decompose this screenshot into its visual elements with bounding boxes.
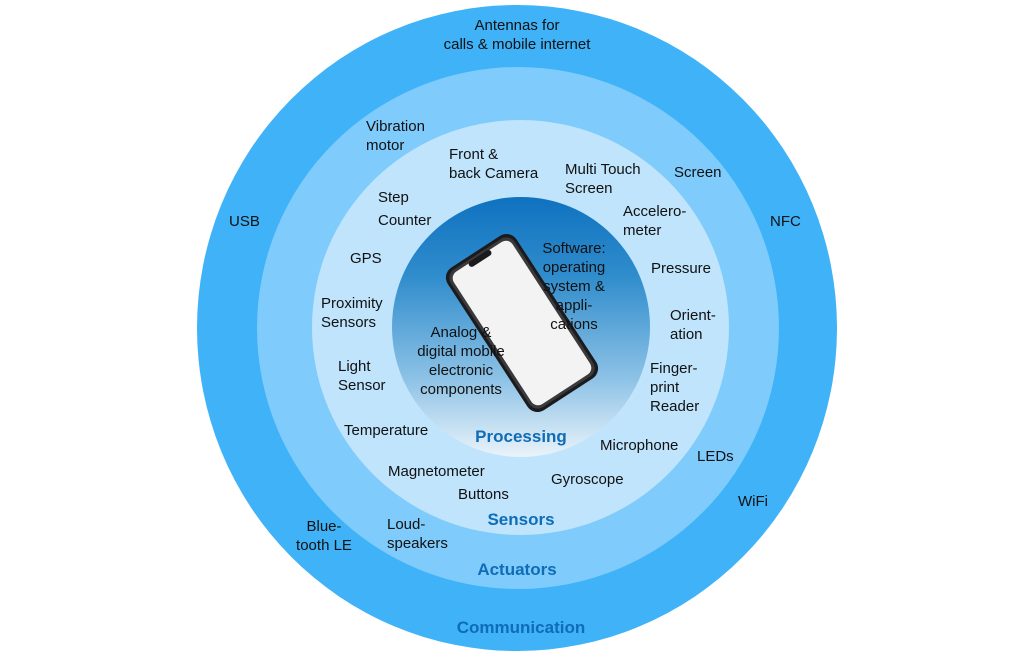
sensor-item-multi-touch: Multi Touch Screen [565,161,641,197]
processing-item-electronics: Analog & digital mobile electronic compo… [417,324,505,398]
sensor-item-fingerprint: Finger- print Reader [650,360,700,415]
sensor-item-microphone: Microphone [600,437,679,454]
sensor-item-gps: GPS [350,250,382,267]
communication-title: Communication [456,618,586,637]
communication-item-antennas: Antennas for calls & mobile internet [443,17,591,53]
sensor-item-magnetometer: Magnetometer [388,463,485,480]
sensor-item-temperature: Temperature [344,422,429,439]
smartphone-icon [445,233,599,413]
sensor-item-camera: Front & back Camera [449,146,539,182]
sensor-item-accelerometer: Accelero- meter [623,203,687,239]
sensor-item-pressure: Pressure [651,260,712,277]
actuator-item-leds: LEDs [697,448,734,465]
sensor-item-step-counter: Step Counter [378,189,432,229]
actuator-item-vibration-motor: Vibration motor [366,118,425,154]
sensor-item-gyroscope: Gyroscope [551,471,624,488]
communication-item-wifi: WiFi [738,493,768,510]
communication-item-bluetooth: Blue- tooth LE [296,518,352,554]
processing-title: Processing [475,427,567,446]
sensor-item-orientation: Orient- ation [670,307,716,343]
actuator-item-loudspeakers: Loud- speakers [387,516,448,552]
communication-item-usb: USB [229,213,260,230]
processing-item-software: Software: operating system & appli- cati… [542,240,606,333]
communication-item-nfc: NFC [770,213,801,230]
actuators-title: Actuators [477,560,557,579]
sensor-item-light: Light Sensor [338,358,386,394]
sensors-title: Sensors [487,510,555,529]
actuator-item-screen: Screen [674,164,722,181]
sensor-item-proximity: Proximity Sensors [321,295,383,331]
sensor-item-buttons: Buttons [458,486,509,503]
